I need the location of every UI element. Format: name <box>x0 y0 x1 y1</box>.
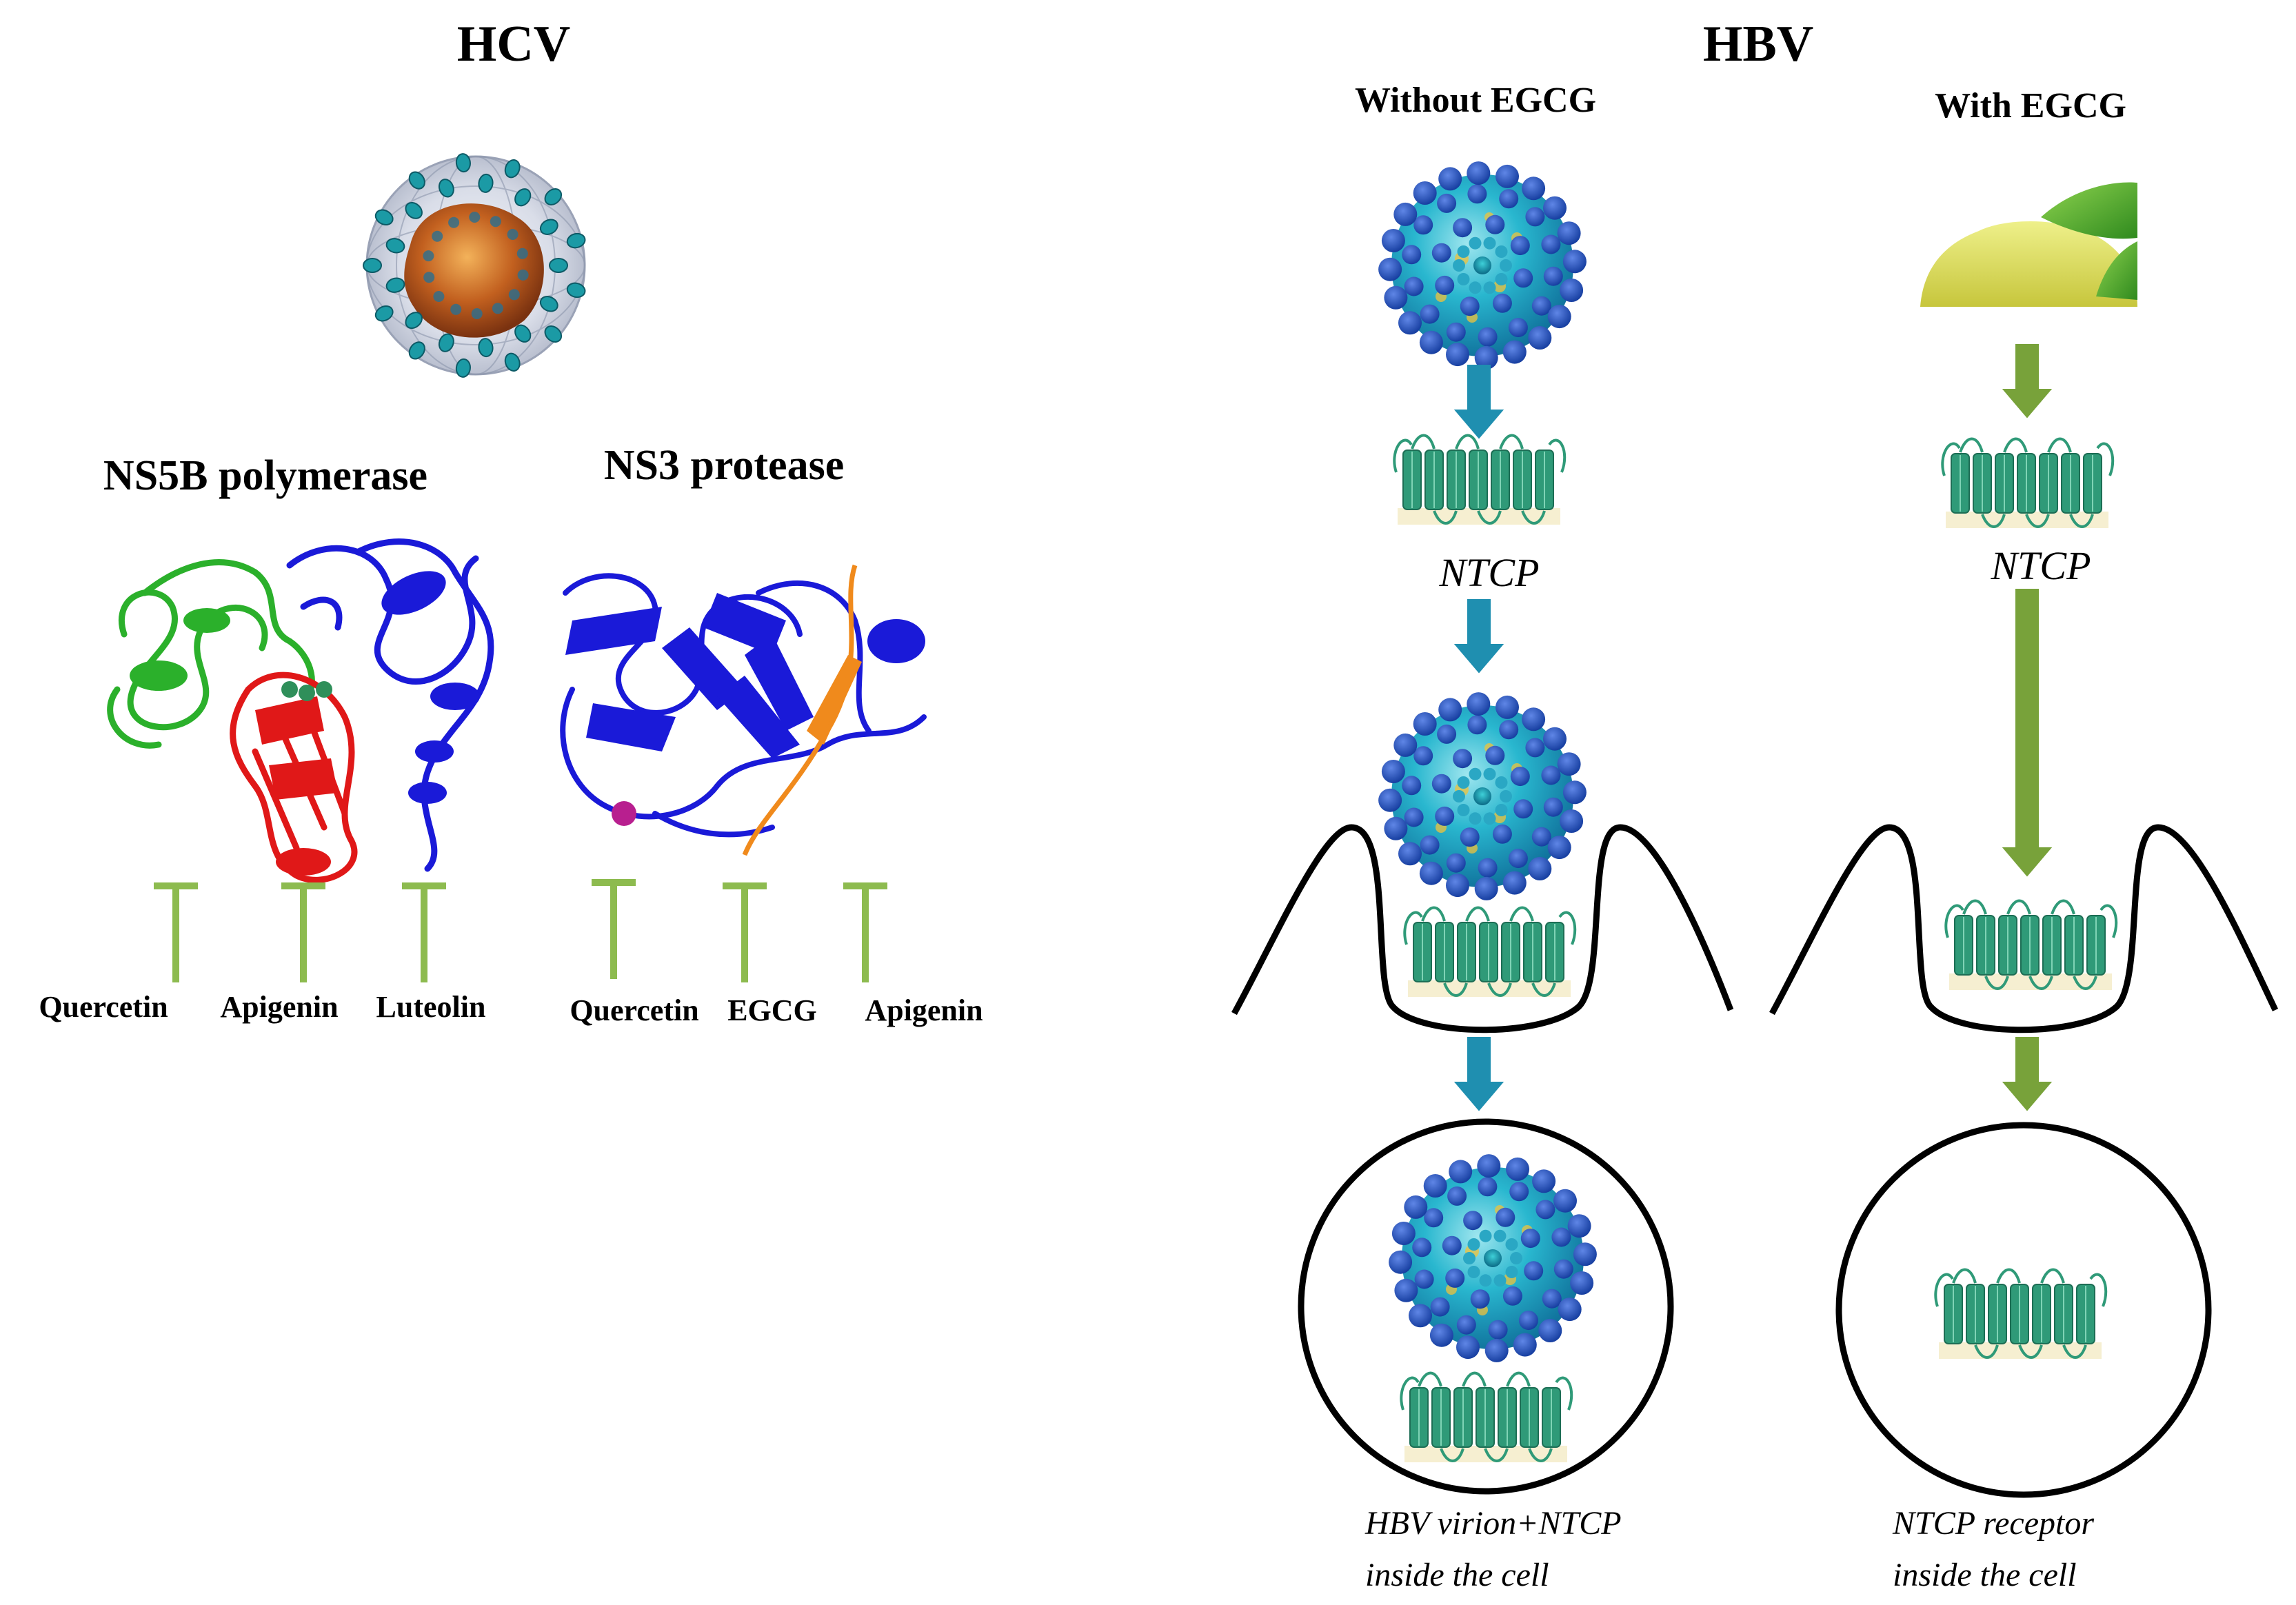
hcv-virion-icon <box>363 153 586 378</box>
inhibition-bars <box>154 879 887 982</box>
ns5b-polymerase-structure <box>107 538 494 883</box>
ns3-inhibitor-quercetin: Quercetin <box>570 993 698 1027</box>
caption-without-line2: inside the cell <box>1365 1557 1549 1593</box>
hbv-title: HBV <box>1703 16 1813 72</box>
ntcp-receptor-icon <box>1400 1371 1573 1464</box>
caption-with-line2: inside the cell <box>1893 1557 2077 1593</box>
down-arrow-icon <box>1453 365 1504 439</box>
hcv-title: HCV <box>457 16 570 72</box>
hbv-virion-icon <box>1378 692 1587 900</box>
cell-membrane-without <box>1231 824 1734 1033</box>
cell-membrane-with <box>1769 824 2279 1033</box>
caption-without-line1: HBV virion+NTCP <box>1364 1505 1622 1542</box>
ns5b-inhibitor-luteolin: Luteolin <box>376 990 486 1024</box>
ntcp-receptor-icon <box>1403 906 1577 998</box>
caption-with-line1: NTCP receptor <box>1892 1505 2094 1542</box>
inhibition-bar-icon <box>402 882 446 982</box>
hbv-virion-icon <box>1378 161 1587 370</box>
down-arrow-icon <box>2002 344 2053 418</box>
without-egcg-label: Without EGCG <box>1355 81 1596 120</box>
ntcp-label-without: NTCP <box>1438 550 1539 595</box>
ntcp-receptor-icon <box>1944 899 2118 991</box>
ns3-label: NS3 protease <box>604 442 844 489</box>
inhibition-bar-icon <box>592 879 636 979</box>
ntcp-label-with: NTCP <box>1990 543 2091 588</box>
ns3-inhibitor-egcg: EGCG <box>727 993 817 1027</box>
inhibition-bar-icon <box>723 882 767 982</box>
inhibition-bar-icon <box>843 882 887 982</box>
down-arrow-icon <box>1453 1037 1504 1111</box>
ns5b-inhibitor-apigenin: Apigenin <box>220 990 338 1024</box>
inhibition-bar-icon <box>281 882 325 982</box>
ns5b-inhibitor-quercetin: Quercetin <box>39 990 168 1024</box>
ns3-protease-structure <box>560 564 927 856</box>
ns5b-label: NS5B polymerase <box>103 452 427 499</box>
down-arrow-icon <box>1453 599 1504 674</box>
ns3-inhibitor-apigenin: Apigenin <box>865 993 983 1027</box>
inhibition-bar-icon <box>154 882 198 982</box>
down-arrow-icon <box>2002 589 2053 877</box>
down-arrow-icon <box>2002 1037 2053 1111</box>
green-tea-powder-icon <box>1920 182 2137 307</box>
cell-with <box>1835 1122 2212 1498</box>
with-egcg-label: With EGCG <box>1935 86 2126 125</box>
ntcp-receptor-icon <box>1393 434 1567 526</box>
cell-without <box>1298 1118 1674 1495</box>
ntcp-receptor-icon <box>1941 437 2115 529</box>
ntcp-receptor-icon <box>1934 1268 2108 1360</box>
hbv-virion-icon <box>1389 1154 1597 1362</box>
